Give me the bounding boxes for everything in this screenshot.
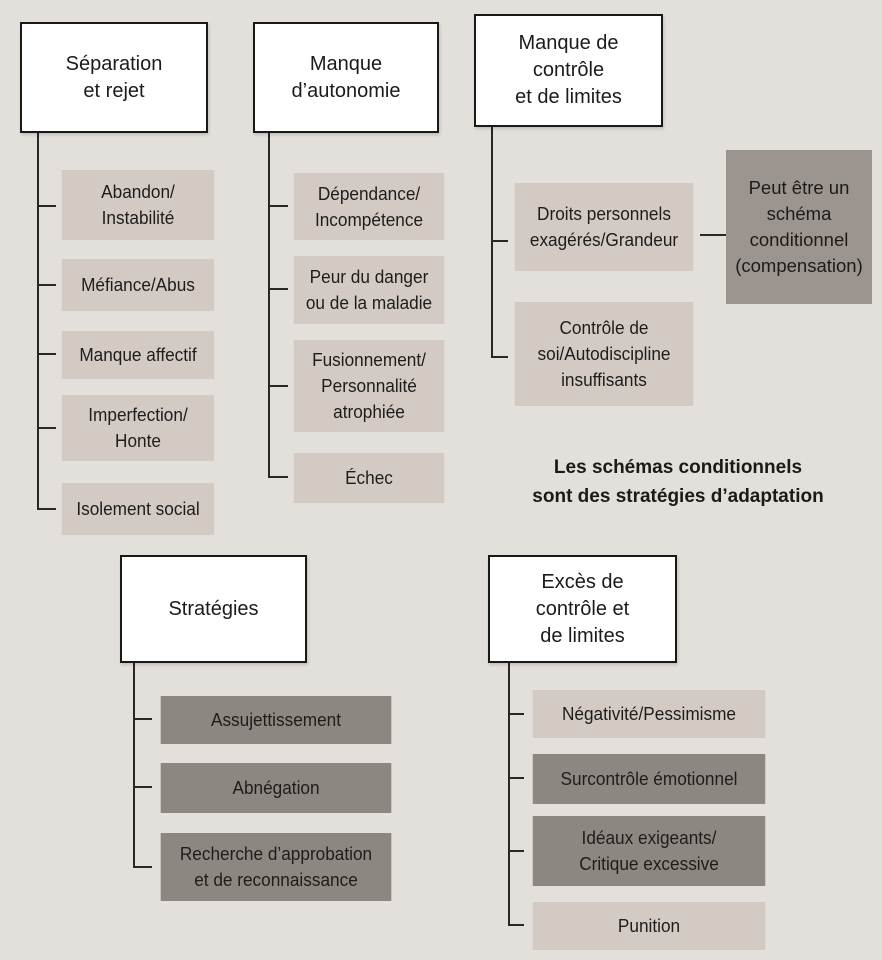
schema-abandon-instabilite: Abandon/ Instabilité	[61, 170, 215, 240]
connector-line	[508, 713, 524, 715]
connector-line	[508, 850, 524, 852]
schema-dependance-incompetence: Dépendance/ Incompétence	[293, 173, 445, 240]
group-title-strategies: Stratégies	[120, 555, 307, 663]
connector-line	[37, 353, 56, 355]
schema-imperfection-honte: Imperfection/ Honte	[61, 395, 215, 461]
schema-abnegation: Abnégation	[160, 763, 392, 813]
schema-ideaux-exigeants: Idéaux exigeants/ Critique excessive	[532, 816, 766, 886]
connector-line	[268, 205, 288, 207]
group-title-manque-controle-limites: Manque de contrôle et de limites	[474, 14, 663, 127]
connector-line	[37, 205, 56, 207]
connector-line	[133, 866, 152, 868]
group-title-manque-autonomie: Manque d’autonomie	[253, 22, 439, 133]
schema-fusionnement-personnalite: Fusionnement/ Personnalité atrophiée	[293, 340, 445, 432]
connector-line	[491, 126, 493, 358]
group-title-separation-rejet: Séparation et rejet	[20, 22, 208, 133]
schema-punition: Punition	[532, 902, 766, 950]
schema-manque-affectif: Manque affectif	[61, 331, 215, 379]
connector-line	[133, 662, 135, 868]
schema-echec: Échec	[293, 453, 445, 503]
schema-mefiance-abus: Méfiance/Abus	[61, 259, 215, 311]
connector-line	[268, 476, 288, 478]
connector-line	[508, 662, 510, 926]
connector-line	[491, 240, 508, 242]
connector-line	[268, 132, 270, 478]
connector-line	[37, 132, 39, 510]
group-title-exces-controle-limites: Excès de contrôle et de limites	[488, 555, 677, 663]
schema-droits-personnels-grandeur: Droits personnels exagérés/Grandeur	[514, 183, 694, 271]
diagram-caption: Les schémas conditionnels sont des strat…	[532, 457, 824, 507]
connector-line	[133, 718, 152, 720]
connector-line	[37, 427, 56, 429]
connector-line	[268, 288, 288, 290]
schema-recherche-approbation: Recherche d’approbation et de reconnaiss…	[160, 833, 392, 901]
connector-line	[133, 786, 152, 788]
connector-line	[700, 234, 726, 236]
schema-peur-danger-maladie: Peur du danger ou de la maladie	[293, 256, 445, 324]
schema-assujettissement: Assujettissement	[160, 696, 392, 744]
connector-line	[491, 356, 508, 358]
connector-line	[37, 284, 56, 286]
schema-controle-soi-autodiscipline: Contrôle de soi/Autodiscipline insuffisa…	[514, 302, 694, 406]
connector-line	[37, 508, 56, 510]
connector-line	[508, 777, 524, 779]
schema-surcontrole-emotionnel: Surcontrôle émotionnel	[532, 754, 766, 804]
compensation-note: Peut être un schéma conditionnel (compen…	[726, 150, 872, 304]
connector-line	[268, 385, 288, 387]
connector-line	[508, 924, 524, 926]
schema-isolement-social: Isolement social	[61, 483, 215, 535]
schema-negativite-pessimisme: Négativité/Pessimisme	[532, 690, 766, 738]
